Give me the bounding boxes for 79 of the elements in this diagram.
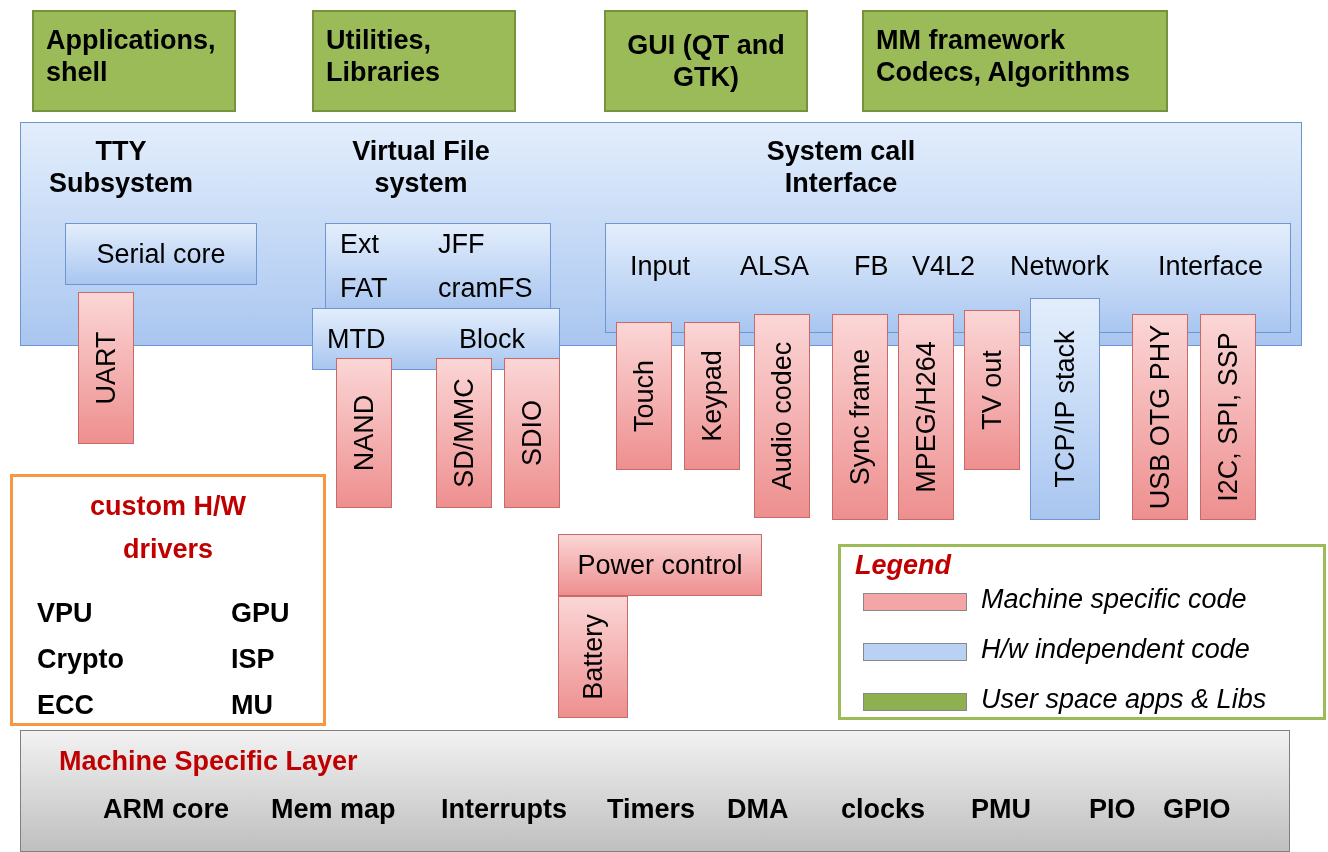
driver-box [78,292,134,444]
driver-label: Touch [628,359,660,433]
driver-box [436,358,492,508]
driver-box [832,314,888,520]
layer-item: Interrupts [441,793,567,826]
driver-label: USB OTG PHY [1144,324,1176,510]
legend-label: Machine specific code [981,583,1247,616]
driver-label: MPEG/H264 [910,341,942,493]
layer-item: PMU [971,793,1031,826]
driver-box [336,358,392,508]
layer-item: PIO [1089,793,1136,826]
driver-label: Audio codec [766,341,798,491]
driver-name: MU [231,689,273,722]
subsystem-label: Interface [1158,250,1264,283]
filesystem-label: JFF [438,228,485,261]
subsystem-label: Network [1010,250,1110,283]
box-label: MM framework Codecs, Algorithms [876,24,1132,89]
box-label: Utilities, Libraries [326,24,442,89]
driver-name: GPU [231,597,290,630]
box-label: Power control [576,548,744,582]
label-box [604,10,808,112]
driver-label: SD/MMC [448,378,480,488]
driver-label: UART [90,331,122,405]
layer-item: Mem map [271,793,396,826]
app-box [312,10,516,112]
app-box [32,10,236,112]
layer-band [20,730,1290,852]
driver-box [1200,314,1256,520]
layer-heading: Machine Specific Layer [59,745,358,778]
driver-box [616,322,672,470]
driver-box [754,314,810,518]
driver-label: Sync frame [844,348,876,486]
legend-title: Legend [855,549,951,582]
driver-box [898,314,954,520]
subsystem-label: Input [630,250,691,283]
filesystem-label: Ext [340,228,379,261]
driver-box [1132,314,1188,520]
driver-label: Keypad [696,350,728,442]
app-box [862,10,1168,112]
layer-item: clocks [841,793,926,826]
driver-label: TCP/IP stack [1049,330,1081,488]
layer-item: Timers [607,793,696,826]
label-box [65,223,257,285]
layer-item: GPIO [1163,793,1231,826]
subsystem-label: FB [854,250,889,283]
driver-label: I2C, SPI, SSP [1212,332,1244,502]
section-heading: TTY Subsystem [47,135,195,200]
legend-label: H/w independent code [981,633,1250,666]
subsystem-label: V4L2 [912,250,976,283]
filesystem-label: FAT [340,272,388,305]
layer-item: ARM core [103,793,230,826]
box-label: Serial core [95,237,227,271]
driver-box [558,596,628,718]
box-label: Applications, shell [46,24,217,89]
drivers-panel [10,474,326,726]
driver-name: ECC [37,689,94,722]
layer-item: DMA [727,793,789,826]
panel-heading: custom H/W drivers [89,490,247,567]
driver-label: TV out [976,350,1008,430]
driver-label: NAND [348,394,380,472]
driver-label: Battery [577,614,609,700]
subsystem-label: ALSA [740,250,810,283]
storage-label: MTD [327,323,386,356]
driver-name: VPU [37,597,93,630]
driver-box [964,310,1020,470]
driver-box [504,358,560,508]
box-label: GUI (QT and GTK) [626,28,786,94]
section-heading: System call Interface [765,135,917,200]
driver-label: SDIO [516,400,548,466]
section-heading: Virtual File system [351,135,491,200]
legend-label: User space apps & Libs [981,683,1267,716]
driver-box [1030,298,1100,520]
label-box [558,534,762,596]
driver-name: Crypto [37,643,124,676]
filesystem-label: cramFS [438,272,533,305]
driver-box [684,322,740,470]
driver-name: ISP [231,643,275,676]
filesystem-box [325,223,551,311]
storage-label: Block [459,323,526,356]
